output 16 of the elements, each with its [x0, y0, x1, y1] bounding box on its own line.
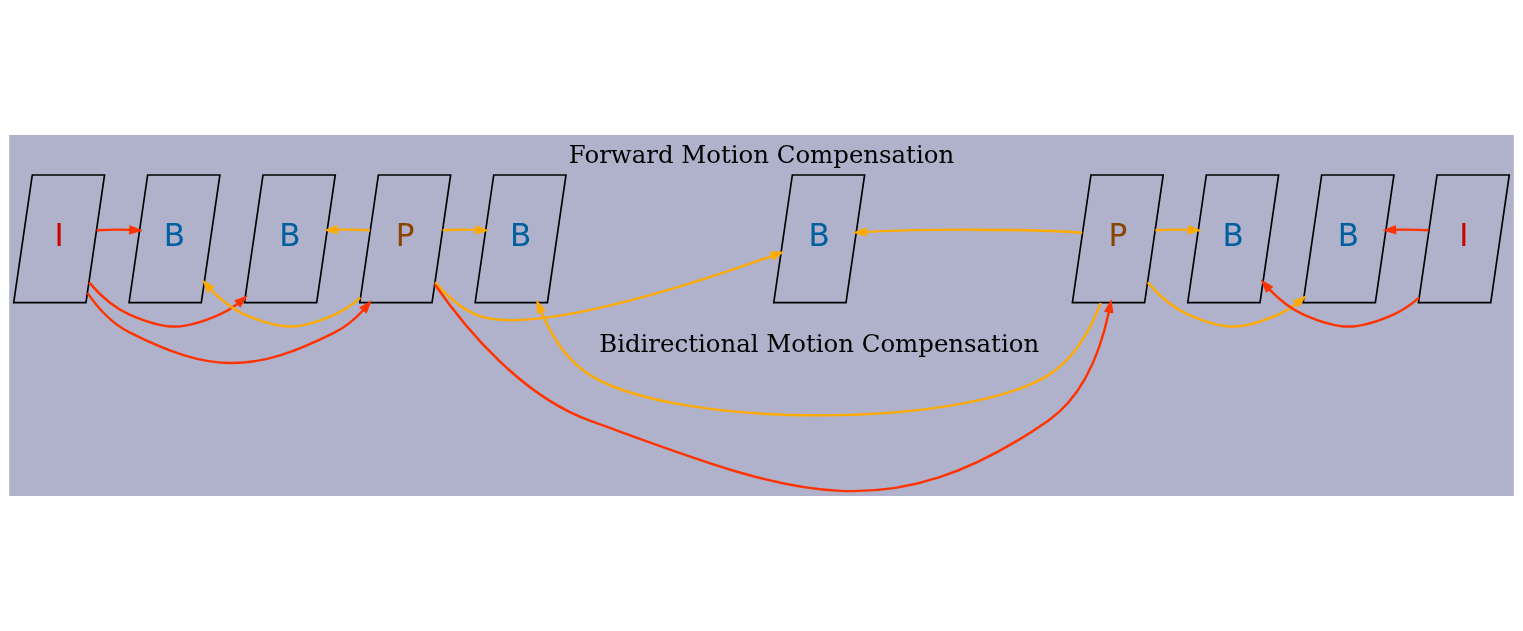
diagram-title: Forward Motion Compensation — [568, 140, 955, 170]
arrow — [323, 224, 371, 235]
arrow — [86, 292, 372, 365]
arrow — [1155, 225, 1202, 235]
arrow — [433, 283, 1114, 493]
arrow — [1146, 281, 1307, 328]
arrow — [442, 225, 490, 235]
arrow — [96, 225, 143, 235]
arrow — [536, 299, 1102, 417]
arrow — [1382, 224, 1429, 235]
arrow — [88, 281, 248, 328]
caption: Bidirectional Motion Compensation — [599, 328, 1040, 358]
arrow — [852, 227, 1083, 237]
arrow — [1260, 279, 1420, 328]
arrow — [201, 279, 362, 328]
arrow — [434, 251, 785, 322]
